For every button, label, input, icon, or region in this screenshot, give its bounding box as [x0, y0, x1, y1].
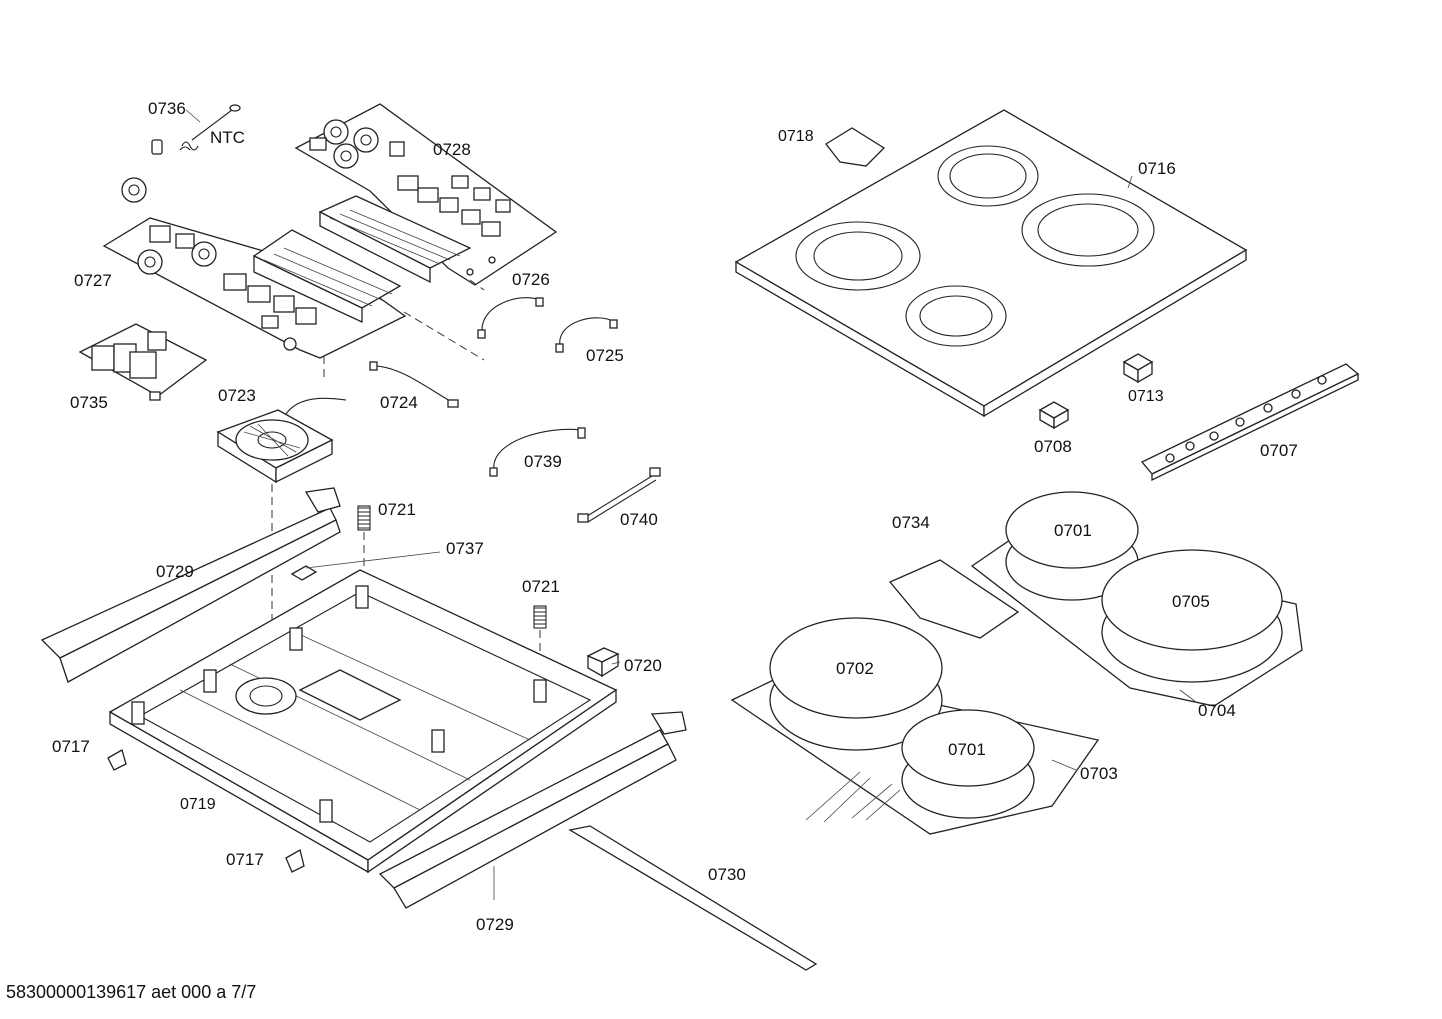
part-0727-filter-board	[102, 177, 407, 359]
part-0724-cable	[369, 361, 459, 408]
part-0717-clip-a	[107, 749, 127, 771]
callout-0724: 0724	[380, 393, 418, 412]
callout-0740: 0740	[620, 510, 658, 529]
part-0720-block	[586, 647, 620, 678]
callout-0735: 0735	[70, 393, 108, 412]
wires-leads	[805, 771, 901, 823]
callout-0726: 0726	[512, 270, 550, 289]
part-0713-sensor	[1122, 353, 1154, 384]
part-0708-sensor	[1038, 401, 1070, 430]
callout-0707: 0707	[1260, 441, 1298, 460]
callout-0727: 0727	[74, 271, 112, 290]
part-0736-ntc-sensor	[151, 104, 241, 155]
callout-0701-lower: 0701	[948, 740, 986, 759]
callout-0716: 0716	[1138, 159, 1176, 178]
callout-0730: 0730	[708, 865, 746, 884]
part-0717-clip-b	[285, 849, 305, 873]
part-0707-control-board	[1140, 363, 1360, 482]
callout-0703: 0703	[1080, 764, 1118, 783]
part-0718-bracket	[825, 127, 886, 167]
callout-0734: 0734	[892, 513, 930, 532]
part-0735-module-board	[78, 323, 208, 401]
part-0716-glass-top	[734, 109, 1248, 418]
callout-0717-b: 0717	[226, 850, 264, 869]
callout-0728: 0728	[433, 140, 471, 159]
callout-0725: 0725	[586, 346, 624, 365]
part-0721-spring-top	[357, 505, 371, 531]
alignment-line	[323, 279, 485, 380]
callout-0717-a: 0717	[52, 737, 90, 756]
part-0726-cable	[477, 297, 544, 339]
callout-0736: 0736	[148, 99, 186, 118]
callout-0729-bottom: 0729	[476, 915, 514, 934]
part-0730-strip	[568, 825, 818, 971]
callout-0737: 0737	[446, 539, 484, 558]
part-0725-cable	[555, 317, 618, 353]
callout-0719: 0719	[180, 796, 216, 813]
part-0734-shield	[888, 559, 1020, 639]
part-0737-clip	[290, 551, 441, 581]
callout-ntc: NTC	[210, 128, 245, 147]
part-0701-coil-upper	[1005, 491, 1139, 601]
callout-0704: 0704	[1198, 701, 1236, 720]
callout-0739: 0739	[524, 452, 562, 471]
callout-0729-left: 0729	[156, 562, 194, 581]
callout-0713: 0713	[1128, 388, 1164, 405]
callout-0708: 0708	[1034, 437, 1072, 456]
part-0739-cable	[489, 427, 586, 477]
callout-0705: 0705	[1172, 592, 1210, 611]
part-0705-coil-large	[1101, 549, 1283, 683]
callout-0702: 0702	[836, 659, 874, 678]
part-0701-coil-lower	[901, 709, 1035, 819]
callout-0721-right: 0721	[522, 577, 560, 596]
part-0721-spring-right	[533, 605, 547, 629]
callout-0723: 0723	[218, 386, 256, 405]
part-0729-rail-right	[378, 711, 687, 909]
part-0702-coil-large	[769, 617, 943, 751]
part-0728-power-board	[294, 103, 558, 286]
document-id-footer: 58300000139617 aet 000 a 7/7	[6, 982, 257, 1002]
callout-0718: 0718	[778, 128, 814, 145]
callout-0720: 0720	[624, 656, 662, 675]
callout-0701-upper: 0701	[1054, 521, 1092, 540]
callout-0721-top: 0721	[378, 500, 416, 519]
part-0740-cable	[577, 467, 661, 523]
part-0723-fan	[216, 397, 347, 484]
leader-lines	[185, 109, 1197, 900]
part-0729-rail-left	[40, 487, 341, 683]
part-0719-bottom-housing	[108, 569, 618, 874]
